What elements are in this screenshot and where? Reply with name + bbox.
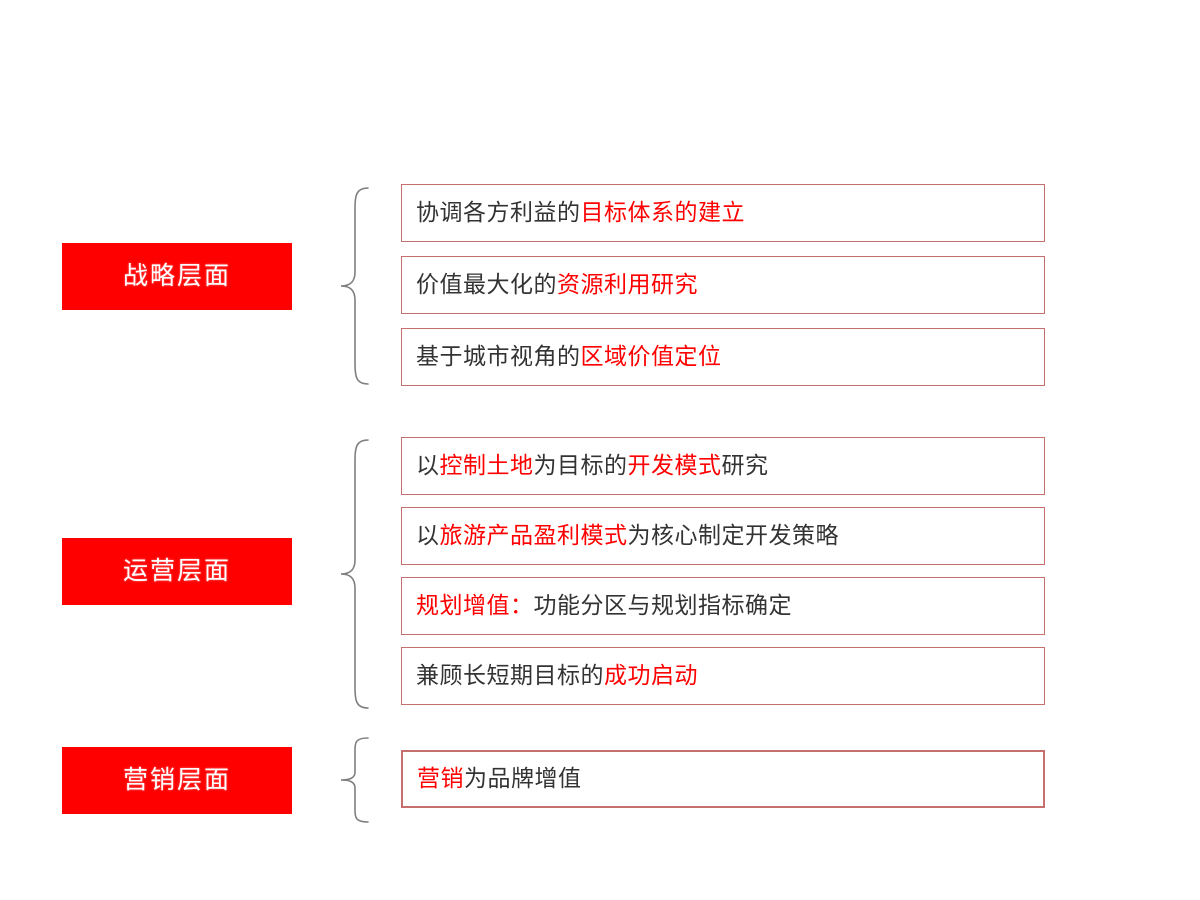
item-box[interactable]: 基于城市视角的区域价值定位: [401, 328, 1045, 386]
item-list-operation: 以控制土地为目标的开发模式研究 以旅游产品盈利模式为核心制定开发策略 规划增值：…: [401, 437, 1045, 717]
category-label-strategy[interactable]: 战略层面: [62, 243, 292, 310]
item-box[interactable]: 营销为品牌增值: [401, 750, 1045, 808]
item-segment-highlight: 旅游产品盈利模式: [439, 522, 628, 549]
item-segment: 以: [416, 522, 440, 549]
item-box[interactable]: 以旅游产品盈利模式为核心制定开发策略: [401, 507, 1045, 565]
item-segment: 为目标的: [533, 452, 628, 479]
item-box[interactable]: 价值最大化的资源利用研究: [401, 256, 1045, 314]
item-box[interactable]: 以控制土地为目标的开发模式研究: [401, 437, 1045, 495]
item-segment-highlight: 目标体系的建立: [580, 199, 745, 226]
curly-brace-icon: [338, 186, 372, 386]
item-segment-highlight: 控制土地: [439, 452, 534, 479]
item-segment-highlight: 开发模式: [627, 452, 722, 479]
item-segment: 功能分区与规划指标确定: [533, 592, 792, 619]
item-segment-highlight: 区域价值定位: [580, 343, 722, 370]
item-box[interactable]: 协调各方利益的目标体系的建立: [401, 184, 1045, 242]
curly-brace-icon: [338, 736, 372, 824]
item-segment-highlight: 营销: [417, 765, 464, 792]
item-segment: 为核心制定开发策略: [627, 522, 839, 549]
item-segment: 兼顾长短期目标的: [416, 662, 604, 689]
curly-brace-icon: [338, 438, 372, 710]
item-list-strategy: 协调各方利益的目标体系的建立 价值最大化的资源利用研究 基于城市视角的区域价值定…: [401, 184, 1045, 400]
item-box[interactable]: 规划增值：功能分区与规划指标确定: [401, 577, 1045, 635]
item-list-marketing: 营销为品牌增值: [401, 750, 1045, 808]
item-segment: 为品牌增值: [464, 765, 582, 792]
item-box[interactable]: 兼顾长短期目标的成功启动: [401, 647, 1045, 705]
item-segment-highlight: 成功启动: [604, 662, 698, 689]
item-segment: 基于城市视角的: [416, 343, 581, 370]
category-label-marketing[interactable]: 营销层面: [62, 747, 292, 814]
item-segment-highlight: 资源利用研究: [557, 271, 698, 298]
item-segment: 研究: [721, 452, 769, 479]
category-label-operation[interactable]: 运营层面: [62, 538, 292, 605]
item-segment: 协调各方利益的: [416, 199, 581, 226]
item-segment: 以: [416, 452, 440, 479]
item-segment-highlight: 规划增值：: [416, 592, 534, 619]
item-segment: 价值最大化的: [416, 271, 557, 298]
